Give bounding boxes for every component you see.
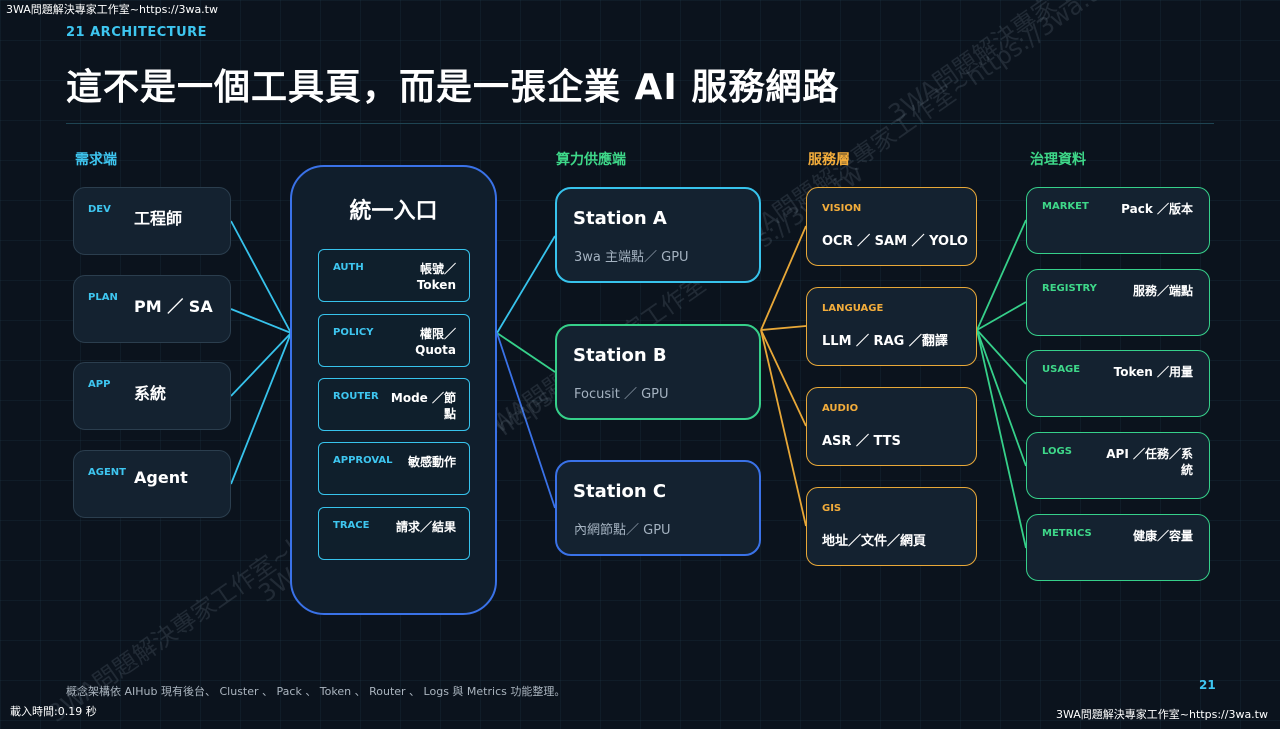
module-label: Mode ／節點 (390, 391, 456, 421)
governance-tag: LOGS (1042, 446, 1072, 457)
service-label: LLM ／ RAG ／翻譯 (822, 334, 948, 349)
title-divider (66, 123, 1214, 124)
connector-hub-station-c (496, 332, 556, 509)
station-name: Station C (573, 481, 667, 502)
connector-demand-hub (230, 332, 292, 485)
module-label: 請求／結果 (395, 520, 456, 534)
gateway-module-router: ROUTER Mode ／節點 (318, 378, 470, 431)
demand-tag: APP (88, 379, 111, 390)
service-label: ASR ／ TTS (822, 434, 901, 449)
column-heading-service: 服務層 (808, 152, 850, 168)
connector-service-governance (976, 219, 1027, 331)
demand-label: 系統 (134, 384, 167, 403)
demand-tag: PLAN (88, 292, 118, 303)
governance-logs: LOGS API ／任務／系統 (1026, 432, 1210, 499)
governance-tag: MARKET (1042, 201, 1089, 212)
column-heading-compute: 算力供應端 (556, 152, 626, 168)
demand-tag: AGENT (88, 467, 126, 478)
gateway-module-policy: POLICY 權限／Quota (318, 314, 470, 367)
governance-metrics: METRICS 健康／容量 (1026, 514, 1210, 581)
governance-tag: METRICS (1042, 528, 1092, 539)
unified-gateway: 統一入口 AUTH 帳號／Token POLICY 權限／Quota ROUTE… (290, 165, 497, 615)
connector-station-service (760, 225, 807, 331)
governance-tag: USAGE (1042, 364, 1081, 375)
station-name: Station B (573, 345, 667, 366)
connector-hub-station-b (496, 332, 556, 373)
connector-service-governance (976, 329, 1027, 549)
service-tag: LANGUAGE (822, 303, 884, 314)
service-tag: VISION (822, 203, 862, 214)
gateway-title: 統一入口 (349, 199, 438, 224)
governance-label: Pack ／版本 (1121, 202, 1193, 216)
service-tag: GIS (822, 503, 842, 514)
demand-label: PM ／ SA (134, 297, 213, 316)
module-label: 敏感動作 (407, 455, 456, 469)
station-b: Station B Focusit ／ GPU (555, 324, 761, 420)
module-tag: POLICY (333, 327, 374, 338)
demand-label: 工程師 (134, 209, 183, 228)
station-a: Station A 3wa 主端點／ GPU (555, 187, 761, 283)
site-banner-bottom: 3WA問題解決專家工作室~https://3wa.tw (1056, 708, 1268, 721)
connector-station-service (760, 325, 807, 331)
service-tag: AUDIO (822, 403, 859, 414)
page-number: 21 (1199, 678, 1216, 692)
service-label: 地址／文件／網頁 (822, 534, 927, 549)
connector-station-service (760, 329, 807, 527)
governance-tag: REGISTRY (1042, 283, 1097, 294)
service-gis: GIS 地址／文件／網頁 (806, 487, 977, 566)
connector-demand-hub (230, 308, 292, 334)
module-tag: APPROVAL (333, 455, 393, 466)
governance-usage: USAGE Token ／用量 (1026, 350, 1210, 417)
connector-station-service (760, 329, 807, 427)
column-heading-governance: 治理資料 (1030, 152, 1086, 168)
section-eyebrow: 21 ARCHITECTURE (66, 25, 208, 40)
station-desc: 3wa 主端點／ GPU (574, 250, 689, 265)
service-language: LANGUAGE LLM ／ RAG ／翻譯 (806, 287, 977, 366)
module-tag: TRACE (333, 520, 370, 531)
connector-service-governance (976, 329, 1027, 467)
station-desc: 內網節點／ GPU (574, 523, 671, 538)
governance-label: 服務／端點 (1132, 284, 1193, 298)
demand-card-plan: PLAN PM ／ SA (73, 275, 231, 343)
demand-tag: DEV (88, 204, 111, 215)
connector-hub-station-a (496, 235, 556, 334)
site-banner: 3WA問題解決專家工作室~https://3wa.tw (6, 3, 218, 16)
governance-label: API ／任務／系統 (1106, 447, 1193, 477)
station-c: Station C 內網節點／ GPU (555, 460, 761, 556)
governance-registry: REGISTRY 服務／端點 (1026, 269, 1210, 336)
module-tag: ROUTER (333, 391, 379, 402)
connector-service-governance (976, 301, 1027, 331)
module-label: 權限／Quota (415, 327, 456, 357)
service-audio: AUDIO ASR ／ TTS (806, 387, 977, 466)
governance-market: MARKET Pack ／版本 (1026, 187, 1210, 254)
module-tag: AUTH (333, 262, 364, 273)
gateway-module-approval: APPROVAL 敏感動作 (318, 442, 470, 495)
service-vision: VISION OCR ／ SAM ／ YOLO (806, 187, 977, 266)
connector-demand-hub (230, 220, 292, 334)
demand-card-app: APP 系統 (73, 362, 231, 430)
load-time: 載入時間:0.19 秒 (10, 705, 97, 718)
station-name: Station A (573, 208, 667, 229)
connector-service-governance (976, 329, 1027, 385)
connector-demand-hub (230, 332, 292, 397)
service-label: OCR ／ SAM ／ YOLO (822, 234, 968, 249)
demand-card-agent: AGENT Agent (73, 450, 231, 518)
demand-card-dev: DEV 工程師 (73, 187, 231, 255)
demand-label: Agent (134, 468, 188, 487)
page-title: 這不是一個工具頁，而是一張企業 AI 服務網路 (66, 67, 840, 108)
column-heading-demand: 需求端 (75, 152, 117, 168)
station-desc: Focusit ／ GPU (574, 387, 669, 402)
module-label: 帳號／Token (416, 262, 456, 292)
governance-label: 健康／容量 (1132, 529, 1193, 543)
footnote: 概念架構依 AIHub 現有後台、 Cluster 、 Pack 、 Token… (66, 685, 566, 698)
gateway-module-auth: AUTH 帳號／Token (318, 249, 470, 302)
gateway-module-trace: TRACE 請求／結果 (318, 507, 470, 560)
governance-label: Token ／用量 (1113, 365, 1193, 379)
